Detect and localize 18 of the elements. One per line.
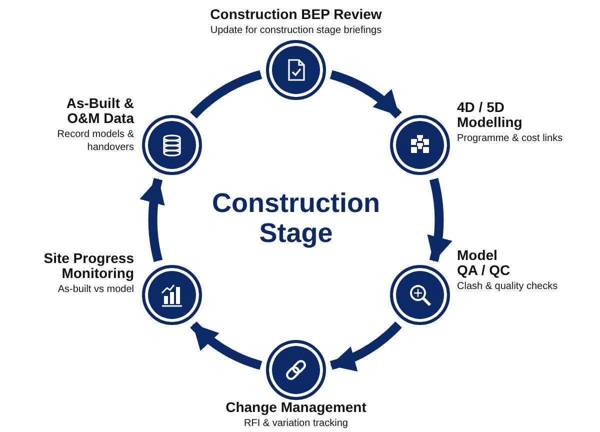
step-title: Construction BEP Review [209, 7, 383, 22]
step-title: Change Management [224, 400, 368, 415]
step-description: As-built vs model [56, 283, 134, 296]
step-title: 4D / 5D Modelling [457, 100, 524, 130]
step-description: RFI & variation tracking [243, 417, 349, 430]
step-description: Clash & quality checks [457, 280, 559, 293]
step-description: Programme & cost links [457, 132, 564, 145]
cycle-arrow [330, 70, 402, 119]
step-title: Model QA / QC [457, 248, 512, 278]
step-title: Site Progress Monitoring [42, 251, 134, 281]
center-title: Construction Stage [211, 188, 381, 248]
cycle-arrow [190, 321, 262, 370]
cycle-arrow [330, 321, 402, 372]
cycle-arrow [427, 178, 452, 262]
cycle-arrow [140, 178, 165, 262]
step-description: Update for construction stage briefings [209, 24, 383, 37]
step-title: As-Built & O&M Data [65, 96, 134, 126]
step-description: Record models & handovers [56, 128, 134, 154]
